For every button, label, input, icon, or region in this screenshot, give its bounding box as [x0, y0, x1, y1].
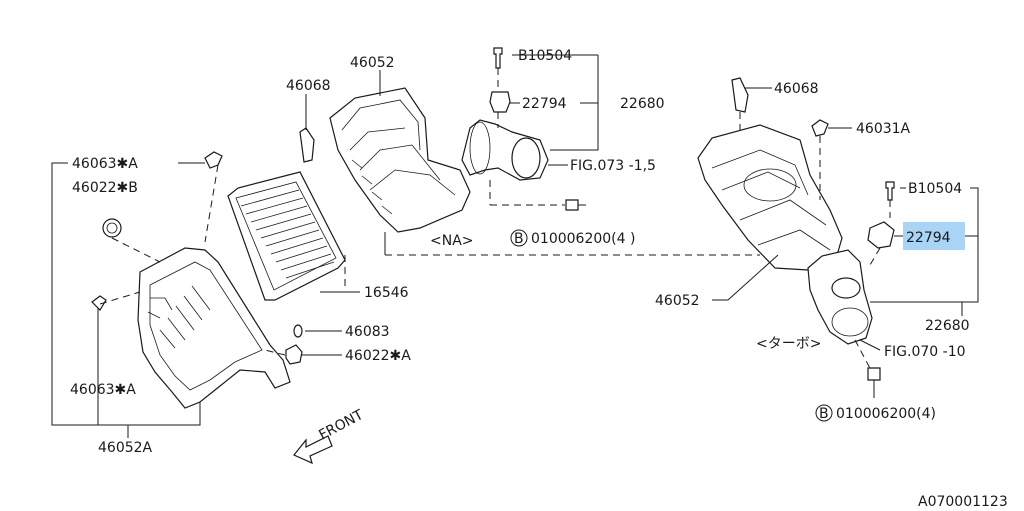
clip-46031a-shape	[811, 119, 829, 137]
intake-duct-na-group	[461, 47, 599, 211]
clip-top-shape	[204, 151, 223, 169]
label-46068-right[interactable]: 46068	[774, 81, 819, 97]
label-46052a[interactable]: 46052A	[98, 440, 153, 456]
label-16546[interactable]: 16546	[364, 285, 409, 301]
bolt-na-bottom-shape	[565, 199, 579, 211]
label-46068-left[interactable]: 46068	[286, 78, 331, 94]
diagram-code: A070001123	[918, 494, 1008, 510]
bolt-b-letter-top: B	[514, 231, 524, 247]
label-22680-right[interactable]: 22680	[925, 318, 970, 334]
label-bolt-part-top[interactable]: 010006200(4 )	[531, 231, 635, 247]
label-46022b[interactable]: 46022✱B	[72, 180, 138, 196]
sensor-22794-right-shape	[867, 221, 895, 249]
upper-case-na-group	[299, 70, 760, 290]
label-46052-right[interactable]: 46052	[655, 293, 700, 309]
air-cleaner-case-group	[51, 151, 291, 438]
label-22794-right[interactable]: 22794	[906, 230, 951, 246]
label-fig070-ref[interactable]: FIG.070 -10	[884, 344, 966, 360]
grommet-b-shape	[102, 218, 122, 238]
bolt-turbo-bottom-shape	[867, 367, 881, 381]
front-arrow-icon	[293, 435, 333, 465]
air-filter-shape	[227, 171, 346, 301]
label-na-tag: <NA>	[430, 233, 474, 249]
label-46031a[interactable]: 46031A	[856, 121, 911, 137]
bracket-46068-right-shape	[731, 77, 749, 113]
bolt-b-callout-bottom: B	[815, 404, 833, 422]
bolt-b10504-right-shape	[885, 181, 895, 201]
label-46083[interactable]: 46083	[345, 324, 390, 340]
label-turbo-tag: <ターボ>	[756, 336, 821, 352]
label-b10504-top[interactable]: B10504	[518, 48, 572, 64]
label-46022a[interactable]: 46022✱A	[345, 348, 411, 364]
air-filter-group	[227, 171, 360, 301]
intake-duct-turbo-group	[807, 181, 979, 398]
label-front: FRONT	[316, 407, 366, 444]
bolt-b-callout-top: B	[510, 229, 528, 247]
bolt-b-letter-bottom: B	[819, 406, 829, 422]
label-22680-top[interactable]: 22680	[620, 96, 665, 112]
sensor-22794-top-shape	[489, 91, 511, 113]
upper-case-na-shape	[329, 87, 471, 233]
label-46063a-bottom[interactable]: 46063✱A	[70, 382, 136, 398]
label-46052-top[interactable]: 46052	[350, 55, 395, 71]
grommet-a-shape	[285, 344, 303, 365]
label-b10504-right[interactable]: B10504	[908, 181, 962, 197]
plug-46083-shape	[293, 324, 303, 338]
lower-case-shape	[137, 247, 291, 409]
label-fig073-ref[interactable]: FIG.073 -1,5	[570, 158, 656, 174]
bracket-46068-left-shape	[299, 127, 315, 163]
bolt-b10504-top-shape	[493, 47, 503, 69]
label-46063a-top[interactable]: 46063✱A	[72, 156, 138, 172]
label-bolt-part-bottom[interactable]: 010006200(4)	[836, 406, 936, 422]
label-22794-top[interactable]: 22794	[522, 96, 567, 112]
clip-bottom-shape	[91, 295, 107, 311]
highlight-22794-right	[903, 222, 965, 250]
upper-case-turbo-group	[697, 77, 852, 301]
